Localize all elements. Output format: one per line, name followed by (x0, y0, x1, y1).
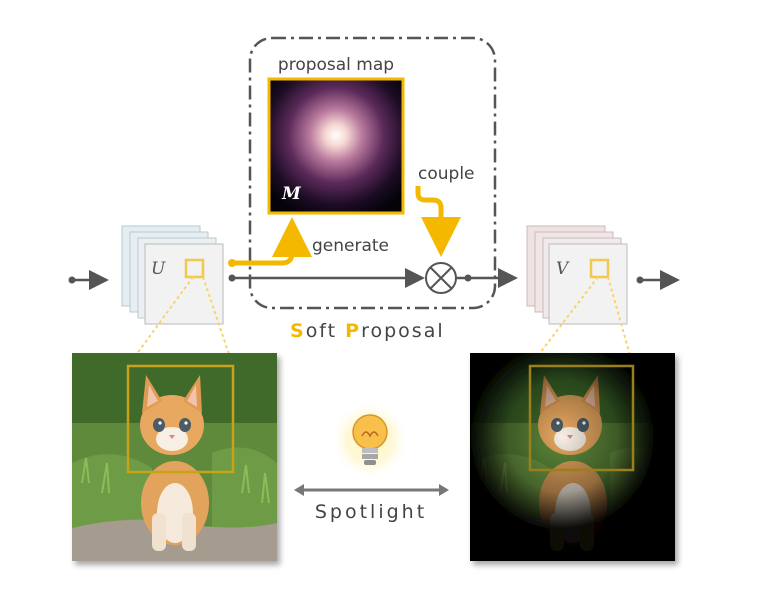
lightbulb-icon (330, 400, 410, 480)
proposal-map-heatmap (267, 77, 405, 215)
generate-arrow (232, 217, 312, 266)
kitten-spotlight-photo (469, 353, 676, 561)
soft-proposal-module-border (248, 36, 497, 310)
output-symbol: V (556, 259, 570, 279)
spotlight-label: Spotlight (315, 501, 427, 523)
input-photo-selection-box (126, 364, 235, 474)
couple-arrow (415, 186, 461, 257)
kitten-photo (72, 353, 277, 561)
proposal-map-label: proposal map (278, 55, 394, 75)
input-symbol: U (151, 259, 166, 279)
generate-label: generate (312, 236, 389, 256)
output-feature-stack (526, 225, 628, 325)
soft-proposal-title: Soft Proposal (290, 320, 445, 342)
circled-times-icon (425, 262, 457, 294)
couple-label: couple (418, 164, 475, 184)
input-selection-box (184, 258, 205, 279)
map-symbol: M (281, 184, 302, 204)
input-feature-stack (121, 225, 224, 325)
output-selection-box (589, 258, 610, 279)
output-photo-selection-box (528, 364, 635, 472)
